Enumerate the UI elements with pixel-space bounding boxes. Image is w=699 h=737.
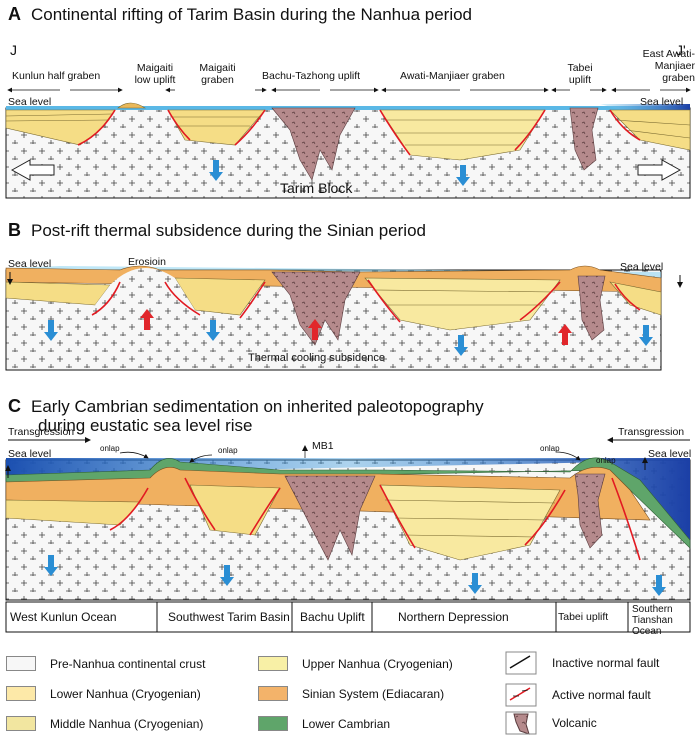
- legend-item: Upper Nanhua (Cryogenian): [258, 656, 453, 671]
- legend-swatch: [258, 686, 288, 701]
- unit-label: East Awati-Manjiaer graben: [642, 48, 695, 84]
- inactive-fault-symbol: [509, 655, 531, 669]
- legend-swatch: [258, 656, 288, 671]
- extension-arrow-right: [637, 159, 682, 181]
- section-end-right: J': [676, 42, 686, 58]
- onlap-label: onlap: [218, 446, 238, 455]
- onlap-label: onlap: [540, 444, 560, 453]
- legend-item: Sinian System (Ediacaran): [258, 686, 444, 701]
- active-faults: [77, 109, 641, 156]
- unit-label: Awati-Manjiaer graben: [400, 70, 505, 82]
- legend-swatch: [258, 716, 288, 731]
- legend-swatch: [6, 716, 36, 731]
- volcanic-body: [284, 475, 376, 561]
- volcanic-symbol: [513, 713, 530, 735]
- legend-swatch: [6, 686, 36, 701]
- legend-swatch: [6, 656, 36, 671]
- region-label: Tabei uplift: [558, 611, 609, 623]
- volcanic-body: [569, 107, 599, 171]
- legend-item: Active normal fault: [552, 688, 651, 702]
- sea-level-label: Sea level: [8, 258, 52, 270]
- region-label: West Kunlun Ocean: [10, 610, 117, 624]
- onlap-arrows: [119, 451, 581, 463]
- cambrian-layer: [5, 457, 691, 549]
- unit-label: Bachu-Tazhong uplift: [262, 70, 361, 82]
- panel-b-section: [5, 265, 683, 371]
- subsidence-arrows: [44, 320, 653, 356]
- unit-label: Maigaiti low uplift: [134, 62, 176, 86]
- unit-label: Tabei uplift: [567, 62, 593, 86]
- unit-label: Maigaiti graben: [199, 62, 236, 86]
- east-graben: [609, 109, 691, 151]
- legend-item: Middle Nanhua (Cryogenian): [6, 716, 203, 731]
- unit-label: Kunlun half graben: [12, 70, 101, 82]
- panel-c-title-line2: during eustatic sea level rise: [38, 416, 253, 435]
- well-mb1-label: MB1: [312, 440, 334, 452]
- sea-level-label: Sea level: [8, 96, 52, 108]
- sea-level-label: Sea level: [640, 96, 684, 108]
- active-faults: [91, 279, 641, 323]
- sea-layer: [6, 458, 690, 540]
- tarim-block-label: Tarim Block: [280, 180, 353, 196]
- legend-item: Lower Nanhua (Cryogenian): [6, 686, 201, 701]
- thermal-subsidence-label: Thermal cooling subsidence: [248, 352, 385, 364]
- region-bar: [5, 601, 691, 633]
- sea-level-label: Sea level: [620, 261, 664, 273]
- region-label: Southwest Tarim Basin: [168, 610, 290, 624]
- transgression-label: Transgression: [618, 426, 685, 438]
- sea-level-label: Sea level: [648, 448, 692, 460]
- erosion-label: Erosioin: [128, 256, 166, 268]
- subsidence-arrows: [209, 160, 470, 186]
- subsidence-arrows: [44, 555, 666, 596]
- transgression-label: Transgression: [8, 426, 75, 438]
- legend-item: Inactive normal fault: [552, 656, 660, 670]
- volcanic-body: [574, 473, 606, 549]
- maigaiti-uplift-cap: [117, 102, 146, 109]
- panel-a-section: [5, 87, 691, 199]
- legend-item: Volcanic: [552, 716, 597, 730]
- volcanic-body: [271, 271, 361, 346]
- region-label: Southern Tianshan Ocean: [632, 604, 673, 637]
- active-faults: [109, 477, 641, 561]
- region-label: Northern Depression: [398, 610, 509, 624]
- sea-level-label: Sea level: [8, 448, 52, 460]
- onlap-label: onlap: [596, 456, 616, 465]
- extension-arrow-left: [10, 159, 55, 181]
- section-end-left: J: [10, 42, 17, 58]
- volcanic-body: [577, 275, 606, 341]
- region-label: Bachu Uplift: [300, 610, 365, 624]
- uplift-arrows: [140, 309, 572, 345]
- legend-item: Pre-Nanhua continental crust: [6, 656, 205, 671]
- onlap-label: onlap: [100, 444, 120, 453]
- volcanic-body: [271, 107, 356, 181]
- panel-c-section: [5, 437, 691, 633]
- legend-item: Lower Cambrian: [258, 716, 390, 731]
